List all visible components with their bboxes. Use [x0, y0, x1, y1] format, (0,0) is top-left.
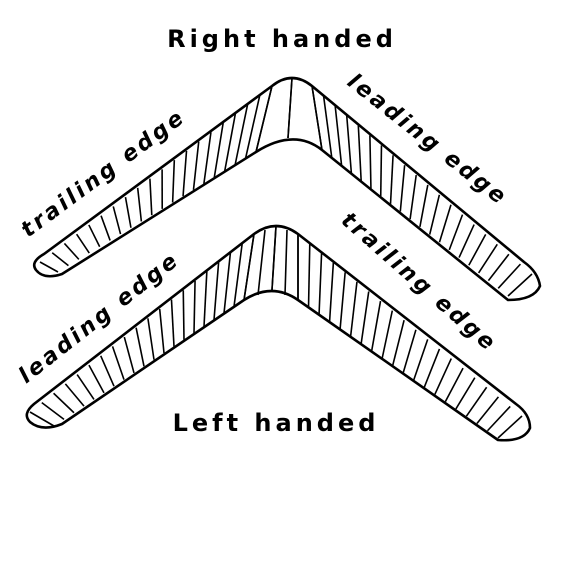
right-handed-title: Right handed — [167, 25, 397, 53]
hatch-tick — [41, 401, 65, 421]
hatch-tick — [29, 411, 55, 427]
hatch-tick — [349, 281, 358, 337]
hatch-tick — [213, 122, 224, 178]
left-handed-boomerang — [25, 224, 532, 442]
hatch-tick — [477, 243, 498, 274]
hatch-tick — [255, 85, 273, 153]
hatch-tick — [213, 262, 220, 320]
hatch-tick — [311, 85, 323, 151]
hatch-tick — [328, 262, 335, 322]
hatch-tick — [149, 178, 153, 216]
hatch-tick — [244, 95, 261, 159]
hatch-tick — [53, 392, 75, 414]
hatch-tick — [147, 318, 155, 360]
hatch-tick — [203, 132, 212, 184]
hatch-tick — [413, 339, 429, 381]
hatch-tick — [507, 273, 533, 297]
left-handed-leading-edge-label: leading edge — [14, 247, 184, 388]
hatch-tick — [158, 308, 165, 354]
hatch-tick — [182, 290, 185, 340]
hatch-tick — [100, 215, 111, 241]
right-handed-boomerang — [32, 76, 542, 302]
hatch-tick — [419, 184, 429, 227]
hatch-tick — [438, 204, 452, 243]
left-boomerang-outline — [25, 224, 532, 442]
hatch-tick — [402, 329, 417, 373]
hatch-tick — [287, 77, 293, 139]
hatch-tick — [409, 174, 418, 220]
hatch-tick — [88, 364, 105, 394]
hatch-tick — [389, 155, 394, 204]
hatch-tick — [75, 233, 90, 254]
hatch-tick — [458, 224, 475, 258]
hatch-tick — [468, 234, 487, 266]
hatch-tick — [322, 95, 333, 158]
hatch-tick — [428, 194, 441, 235]
hatch-tick — [136, 187, 143, 222]
hatch-tick — [271, 225, 277, 291]
hatch-tick — [307, 243, 311, 308]
right-boomerang-ticks — [39, 77, 533, 297]
hatch-tick — [63, 242, 80, 260]
hatch-tick — [171, 160, 176, 203]
hatch-tick — [223, 113, 237, 172]
hatch-tick — [100, 355, 115, 387]
hatch-tick — [448, 214, 464, 251]
hatch-tick — [234, 104, 249, 165]
left-handed-title: Left handed — [173, 409, 380, 437]
hatch-tick — [182, 150, 188, 197]
hatch-tick — [192, 141, 200, 190]
hatch-tick — [76, 374, 95, 400]
hatch-tick — [434, 358, 452, 395]
hatch-tick — [257, 229, 266, 296]
hatch-tick — [444, 367, 464, 403]
hatch-tick — [284, 229, 288, 296]
right-boomerang-outline — [32, 76, 542, 302]
hatch-tick — [497, 263, 522, 289]
hatch-tick — [243, 233, 255, 301]
hatch-tick — [135, 327, 145, 367]
hatch-tick — [111, 346, 125, 380]
hatch-tick — [486, 405, 511, 432]
hatch-tick — [123, 336, 135, 374]
hatch-tick — [399, 165, 406, 212]
hatch-tick — [345, 115, 353, 174]
hatch-tick — [487, 253, 510, 282]
hatch-tick — [112, 206, 122, 235]
hatch-tick — [318, 253, 323, 315]
hatch-tick — [391, 320, 405, 366]
hatch-tick — [124, 197, 132, 228]
hatch-tick — [497, 415, 523, 439]
hatch-tick — [223, 252, 232, 314]
hatch-tick — [379, 145, 383, 197]
hatch-tick — [465, 386, 488, 417]
hatch-tick — [51, 252, 69, 267]
hatch-tick — [88, 224, 101, 248]
hatch-tick — [357, 125, 362, 181]
hatch-tick — [39, 261, 59, 273]
hatch-tick — [476, 396, 500, 424]
hatch-tick — [423, 348, 441, 388]
hatch-tick — [170, 299, 175, 347]
hatch-tick — [381, 310, 394, 359]
hatch-tick — [334, 105, 343, 166]
hatch-tick — [455, 377, 476, 410]
hatch-tick — [203, 271, 208, 327]
hatch-tick — [369, 135, 372, 189]
left-boomerang-ticks — [29, 225, 523, 439]
hatch-tick — [64, 383, 85, 407]
hatch-tick — [370, 300, 382, 351]
hatch-tick — [193, 280, 196, 334]
hatch-tick — [360, 291, 370, 344]
hatch-tick — [339, 272, 346, 330]
hatch-tick — [233, 243, 244, 307]
